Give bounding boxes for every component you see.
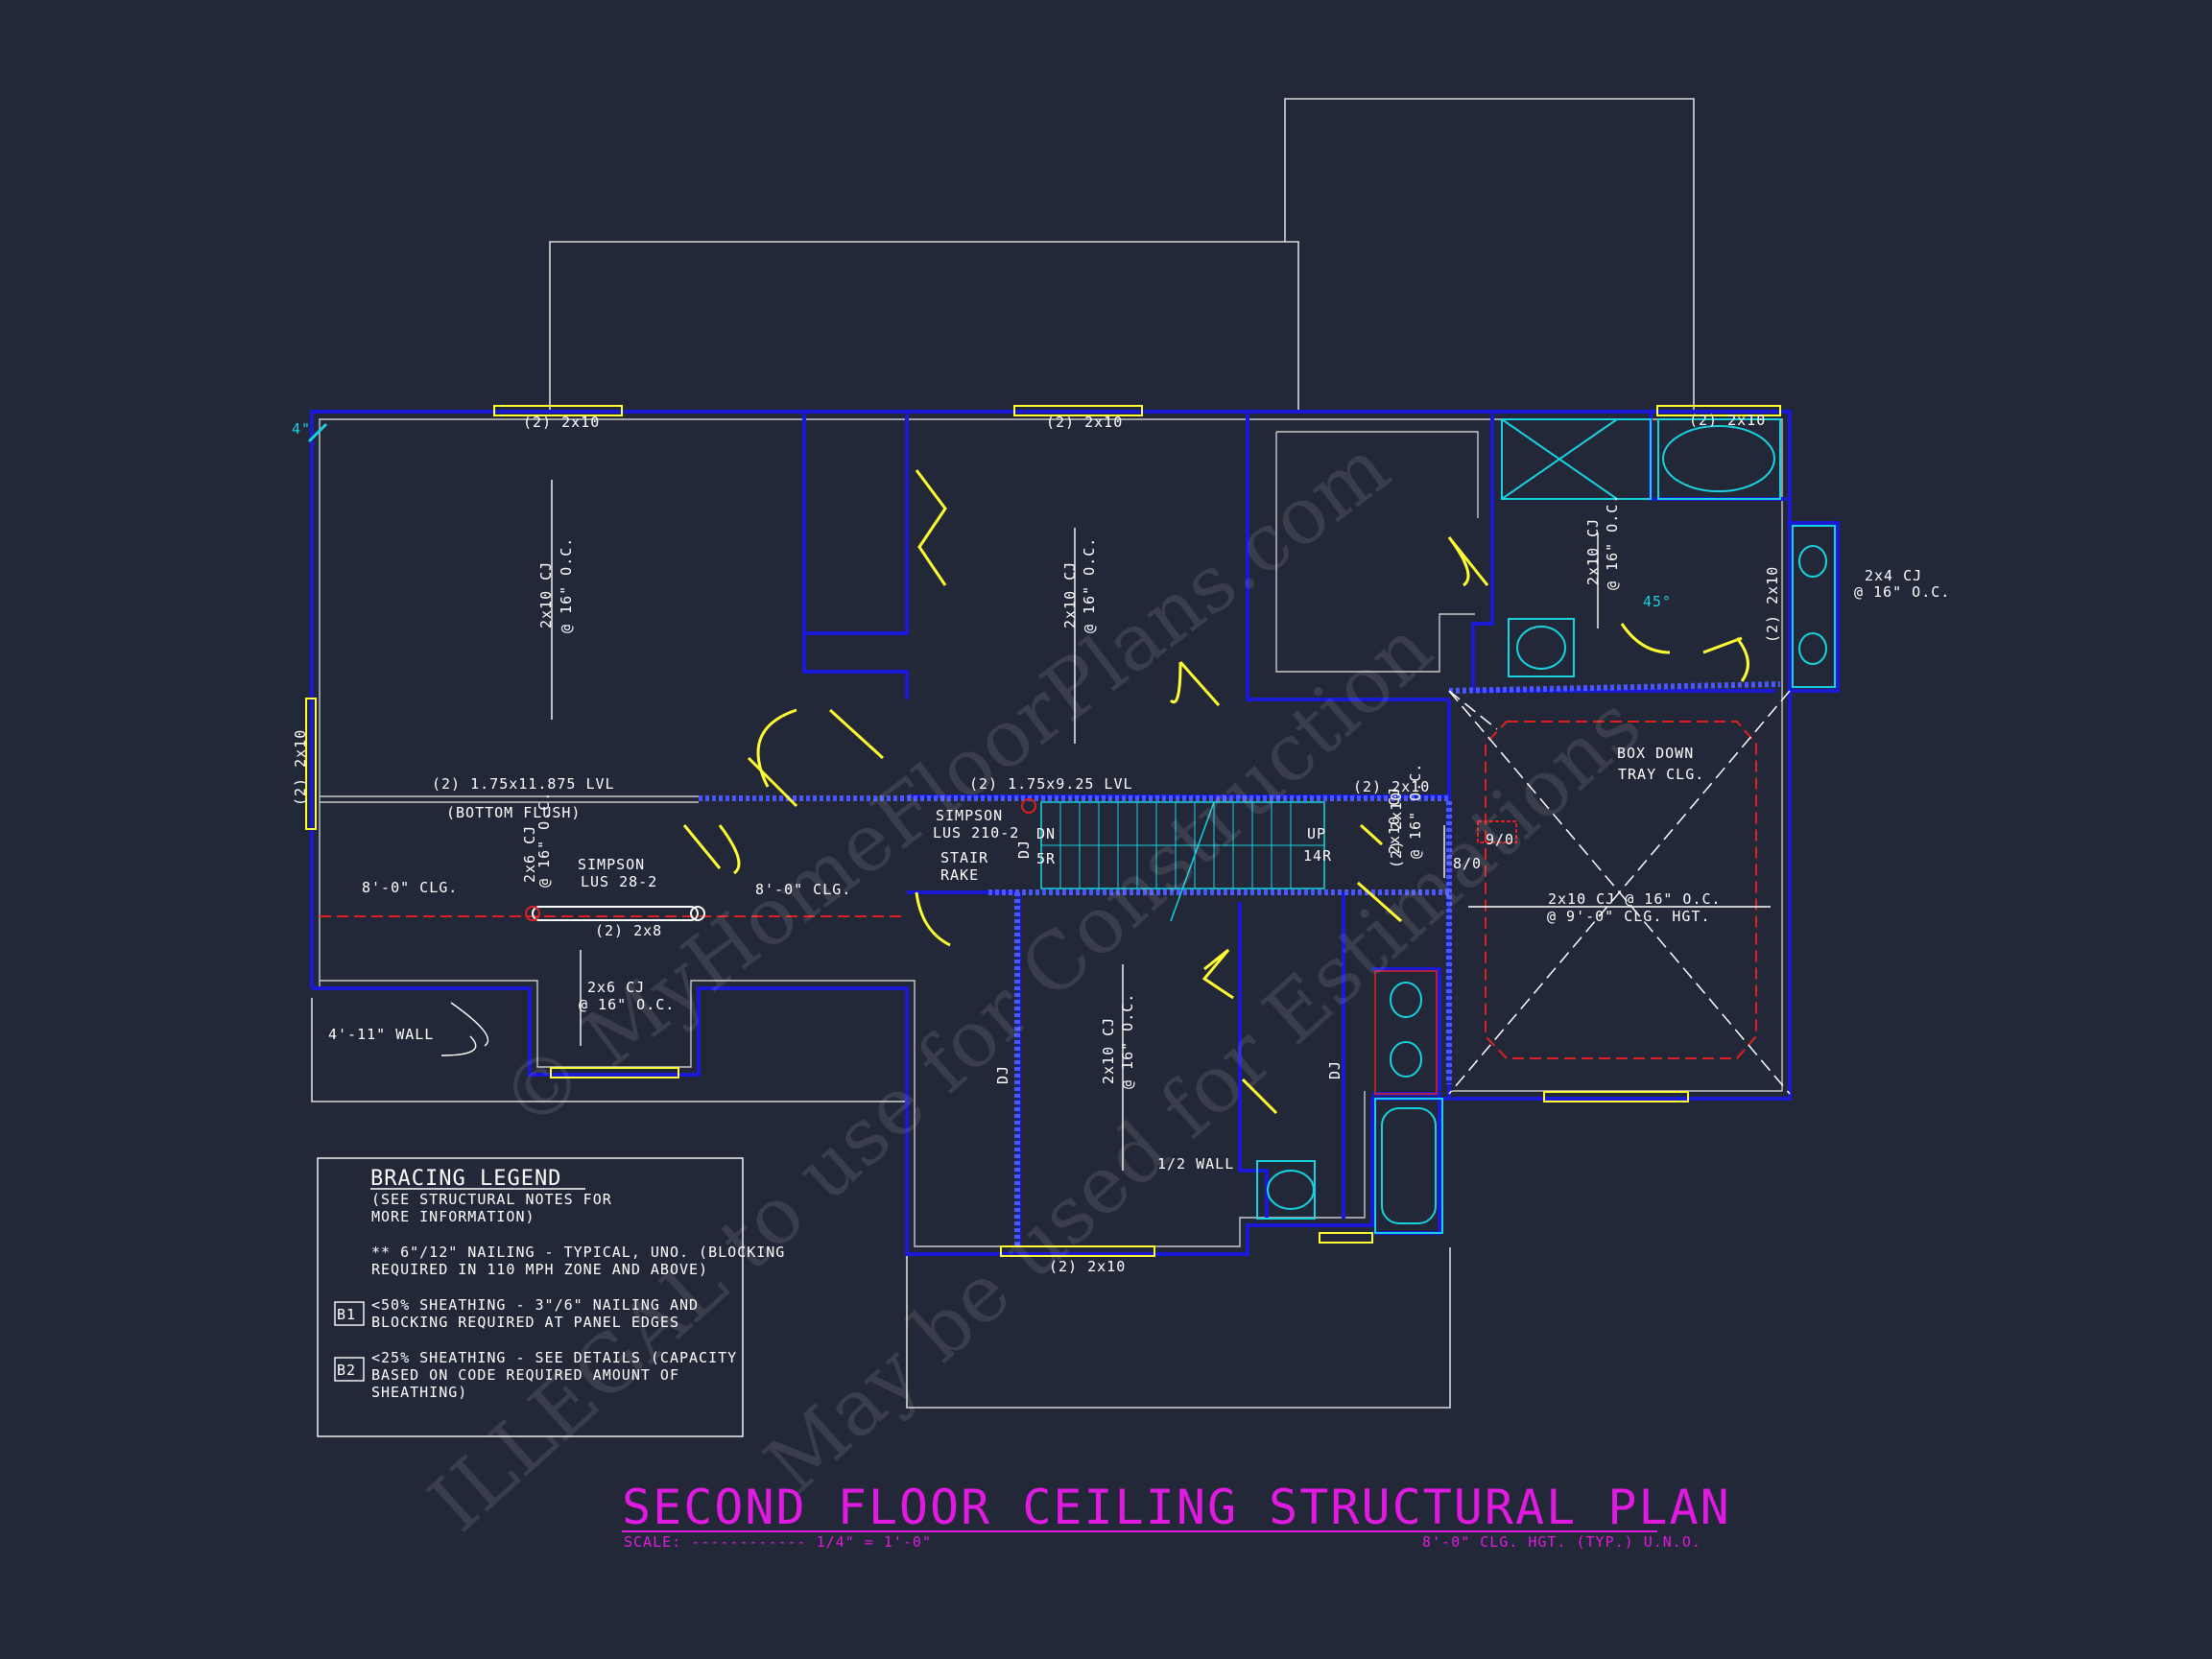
ceiling-label: 8'-0" CLG. (755, 881, 851, 898)
svg-text:** 6"/12" NAILING - TYPICAL, U: ** 6"/12" NAILING - TYPICAL, UNO. (BLOCK… (371, 1244, 785, 1261)
lvl-beams (320, 795, 1036, 921)
joist-label: 2x10 CJ (1584, 518, 1602, 585)
beam-label: (2) 2x8 (595, 922, 662, 939)
svg-text:BLOCKING REQUIRED AT PANEL EDG: BLOCKING REQUIRED AT PANEL EDGES (371, 1314, 679, 1331)
dj-label: DJ (1326, 1060, 1344, 1079)
svg-text:MORE INFORMATION): MORE INFORMATION) (371, 1208, 535, 1225)
ceiling-height-note: 8'-0" CLG. HGT. (TYP.) U.N.O. (1422, 1533, 1701, 1551)
header-label: (2) 2x10 (1046, 414, 1123, 431)
dj-label: DJ (994, 1065, 1011, 1084)
joist-label: @ 16" O.C. (1604, 494, 1621, 590)
connector-label: SIMPSON (578, 856, 645, 873)
stair-label: RAKE (940, 866, 979, 884)
stair-label: STAIR (940, 849, 988, 866)
plan-labels: (2) 2x10 (2) 2x10 (2) 2x10 (2) 2x10 (2) … (292, 412, 1950, 1275)
svg-text:REQUIRED IN 110 MPH ZONE AND A: REQUIRED IN 110 MPH ZONE AND ABOVE) (371, 1261, 708, 1278)
connector-label: SIMPSON (936, 807, 1003, 824)
stair-label: 14R (1303, 847, 1332, 865)
angle-label: 45° (1643, 593, 1672, 610)
building-outline (311, 98, 1695, 1409)
beam-label: (2) 1.75x11.875 LVL (432, 775, 615, 793)
plan-title: SECOND FLOOR CEILING STRUCTURAL PLAN (622, 1480, 1731, 1535)
legend-b2-tag: B2 (337, 1362, 356, 1379)
opening-label: 8/0 (1453, 855, 1482, 872)
joist-label: 2x10 CJ (1386, 787, 1403, 854)
joist-label: @ 16" O.C. (1407, 763, 1424, 859)
joist-label: 2x10 CJ (537, 561, 555, 628)
headers (305, 405, 1781, 1257)
joist-label: @ 16" O.C. (1081, 537, 1098, 633)
svg-text:<50% SHEATHING - 3"/6" NAILING: <50% SHEATHING - 3"/6" NAILING AND (371, 1296, 699, 1314)
stair-label: UP (1307, 825, 1326, 842)
wall-label: 1/2 WALL (1157, 1155, 1234, 1173)
joist-label: 2x6 CJ (587, 979, 645, 996)
joist-label: @ 16" O.C. (535, 792, 553, 888)
header-label: (2) 2x10 (1049, 1258, 1126, 1275)
header-label: (2) 2x10 (523, 414, 600, 431)
bath-fixtures (1256, 418, 1836, 1234)
joist-label: 2x10 CJ (1100, 1017, 1117, 1084)
tray-label: BOX DOWN (1617, 745, 1694, 762)
svg-text:BASED ON CODE REQUIRED AMOUNT: BASED ON CODE REQUIRED AMOUNT OF (371, 1366, 679, 1384)
title-block: SECOND FLOOR CEILING STRUCTURAL PLAN SCA… (622, 1480, 1731, 1551)
thickness-label: 4" (292, 420, 311, 438)
legend-title: BRACING LEGEND (370, 1167, 561, 1191)
tray-ceiling (1448, 690, 1791, 1095)
tray-label: 2x10 CJ @ 16" O.C. (1548, 890, 1722, 908)
tray-label: @ 9'-0" CLG. HGT. (1547, 908, 1711, 925)
wall-thickness-marker (307, 422, 328, 443)
span-arrows (440, 480, 1599, 1171)
connector-label: LUS 28-2 (581, 873, 657, 890)
header-label: (2) 2x10 (1689, 412, 1766, 429)
legend-b1-tag: B1 (337, 1306, 356, 1323)
svg-text:<25% SHEATHING - SEE DETAILS (: <25% SHEATHING - SEE DETAILS (CAPACITY (371, 1349, 737, 1366)
joist-label: @ 16" O.C. (579, 996, 675, 1013)
joist-label: @ 16" O.C. (558, 537, 575, 633)
stair-label: 5R (1036, 850, 1056, 867)
scale-label: SCALE: ------------ 1/4" = 1'-0" (624, 1533, 932, 1551)
header-label: (2) 2x10 (1353, 778, 1430, 795)
joist-label: @ 16" O.C. (1119, 993, 1136, 1089)
ceiling-label: 8'-0" CLG. (362, 879, 458, 896)
svg-text:SHEATHING): SHEATHING) (371, 1384, 467, 1401)
joist-label: 2x6 CJ (521, 825, 538, 883)
tray-label: TRAY CLG. (1618, 766, 1704, 783)
connector-label: LUS 210-2 (933, 824, 1019, 841)
joist-label: 2x10 CJ (1061, 561, 1079, 628)
beam-label: (BOTTOM FLUSH) (446, 804, 581, 821)
bracing-legend: BRACING LEGEND (SEE STRUCTURAL NOTES FOR… (317, 1157, 785, 1437)
joist-label: @ 16" O.C. (1854, 583, 1950, 601)
header-label: (2) 2x10 (1388, 792, 1405, 868)
stair-label: DN (1036, 825, 1056, 842)
hatched-beams (699, 681, 1781, 1247)
svg-text:(SEE STRUCTURAL NOTES FOR: (SEE STRUCTURAL NOTES FOR (371, 1191, 612, 1208)
dj-label: DJ (1015, 840, 1033, 859)
beam-label: (2) 1.75x9.25 LVL (969, 775, 1133, 793)
opening-label: 9/0 (1486, 831, 1514, 848)
header-label: (2) 2x10 (1764, 566, 1781, 643)
wall-label: 4'-11" WALL (328, 1026, 434, 1043)
joist-label: 2x4 CJ (1865, 567, 1922, 584)
header-label: (2) 2x10 (292, 729, 309, 806)
doors (682, 469, 1749, 1115)
staircase (1040, 801, 1325, 922)
